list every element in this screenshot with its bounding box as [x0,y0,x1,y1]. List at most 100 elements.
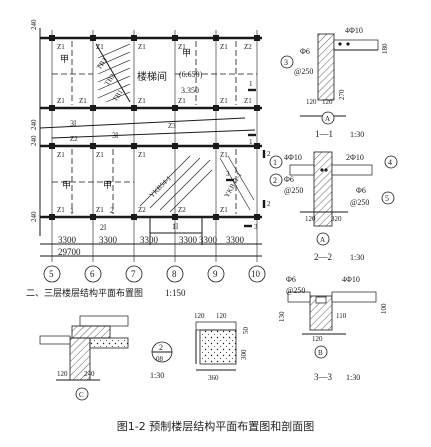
column-label: Z2 [70,135,78,143]
column-label: Z1 [96,43,104,51]
detail-left: 120 240 C [39,315,129,401]
axis-bubbles: 5 6 7 8 9 10 [43,265,266,283]
svg-text:100: 100 [380,303,388,314]
detail-mid-slab [195,321,237,331]
svg-text:A: A [325,115,330,123]
section1-callout: 3 [284,58,288,67]
svg-text:320: 320 [331,215,342,223]
span-label: 3300 [199,235,218,245]
bottom-recess [149,216,203,234]
section-3-3: Φ6 @250 4Φ10 130 120 110 100 B 3—3 1:30 [278,275,388,382]
room-label-bottom-left: 甲 [62,180,71,190]
stair-hatching [95,43,131,103]
section-cut-marks: 1 1 2 2 3 3 [226,80,271,231]
room-label-top-right: 甲 [182,48,191,58]
column-label: Z1 [244,97,252,105]
column-label: Z1 [79,97,87,105]
section-2-2: 4Φ10 2Φ10 1 2 4 5 Φ6 @250 Φ6 @250 120 32… [269,151,398,262]
axis-label: 9 [213,269,218,279]
detail-left-screed [89,337,129,349]
svg-text:B: B [318,349,323,357]
axis-label: 5 [49,269,54,279]
svg-text:120: 120 [305,215,316,223]
diagonal-beam-lower [51,129,256,139]
detail-mid-scale: 1:30 [150,371,164,380]
span-label: 3300 [99,235,118,245]
detail-middle: 2 08 1:30 120 120 50 300 360 [150,312,250,382]
column-label: Z1 [57,206,65,214]
diagonal-beam-upper [39,117,246,129]
elevation-top: (6.650) [179,70,203,79]
section3-slab-right [331,291,377,303]
svg-text:360: 360 [208,374,219,382]
section1-dim-height: 180 [381,43,389,54]
plan-scale: 1:150 [165,288,186,298]
svg-text:3: 3 [226,170,230,178]
column-label: Z1 [57,43,65,51]
span-label: 3300 [58,235,77,245]
column-label: Z1 [57,97,65,105]
column-label: Z1 [178,97,186,105]
svg-text:110: 110 [336,312,347,320]
bay-label: 2 [110,206,114,215]
beam-label-3l-center: 3l [112,131,119,140]
axis-label: 8 [172,269,177,279]
beam-label-3l-left: 3l [70,119,77,128]
structural-drawing: 甲 甲 楼梯间 (6.650) 3.350 甲 甲 TB3 TB2 TB1 YK… [26,19,398,401]
svg-text:300: 300 [240,349,248,360]
column-label: Z2 [178,206,186,214]
span-label: 3300 [140,235,159,245]
precast-slab-label-1: YKB54-1 [148,174,174,200]
svg-text:240: 240 [84,370,95,378]
section3-scale: 1:30 [346,373,360,382]
svg-text:120: 120 [312,335,323,343]
svg-text:1: 1 [249,80,253,88]
axis-label: 10 [251,269,261,279]
room-label-bottom-center: 甲 [103,180,112,190]
svg-text:240: 240 [30,135,38,146]
section3-stirrup-spacing: @250 [286,286,305,295]
section2-rebar-right: 2Φ10 [346,153,364,162]
svg-text:240: 240 [30,19,38,30]
section2-rebar-left: 4Φ10 [284,153,302,162]
column-label: Z1 [178,43,186,51]
axis-label: 7 [131,269,136,279]
stair-label: 楼梯间 [137,70,167,83]
svg-text:3: 3 [254,223,258,231]
total-span-label: 29700 [58,247,81,257]
svg-text:5: 5 [385,194,389,203]
column-label: Z2 [244,43,252,51]
room-label-top-left: 甲 [60,54,69,64]
column-label: Z2 [138,206,146,214]
section2-slab-right [331,164,373,176]
section2-stirrup-spacing: @250 [284,186,303,195]
lower-stair-hatching [139,155,255,213]
dashed-beams [52,41,257,214]
svg-text:4: 4 [388,158,392,167]
bay-label: 1 [70,206,74,215]
section2-slab-left [289,164,315,176]
section3-rebar-top: 4Φ10 [342,275,360,284]
detail-left-beam [71,325,111,339]
svg-text:1: 1 [273,158,277,167]
section1-stirrup: Φ6 [300,47,310,56]
figure-caption: 图1-2 预制楼层结构平面布置图和剖面图 [116,420,315,433]
left-dimensions: 240 240 240 240 [30,19,38,222]
section3-slab-left [287,291,311,303]
section3-wall [309,295,333,331]
beam-label-1l: 1l [172,222,179,231]
column-label: Z1 [96,206,104,214]
column-label: Z1 [220,97,228,105]
svg-text:240: 240 [30,211,38,222]
svg-text:120: 120 [322,98,333,106]
svg-text:120: 120 [216,312,227,320]
detail-ref-top: 2 [159,343,163,352]
section1-rebar-top: 4Φ10 [345,26,363,35]
column-label: Z1 [96,151,104,159]
section2-scale: 1:30 [350,253,364,262]
svg-text:A: A [320,236,325,244]
section3-title: 3—3 [314,372,333,382]
column-label: Z1 [220,151,228,159]
detail-mid-beam [199,329,237,365]
section1-title: 1—1 [315,129,333,139]
